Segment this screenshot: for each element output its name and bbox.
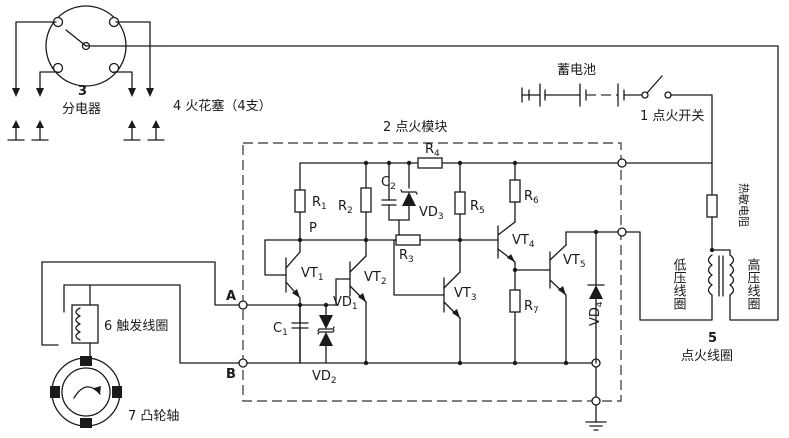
battery-label: 蓄电池 xyxy=(557,63,596,78)
vd2-label: VD2 xyxy=(312,369,337,386)
node-p-label: P xyxy=(309,221,317,236)
vt3-label: VT3 xyxy=(454,286,477,303)
vt1-label: VT1 xyxy=(301,266,324,283)
vt5-label: VT5 xyxy=(563,253,586,270)
distributor: 3 分电器 xyxy=(12,5,161,117)
cam-label: 7 凸轮轴 xyxy=(128,409,179,424)
distributor-label: 分电器 xyxy=(62,102,101,117)
trigger-label: 6 触发线圈 xyxy=(104,318,168,334)
thermistor: 热敏电阻 xyxy=(706,183,751,251)
r5-label: R5 xyxy=(470,199,485,216)
thermistor-label: 热敏电阻 xyxy=(737,183,751,227)
vd4-label: VD4 xyxy=(588,301,605,326)
switch-label: 1 点火开关 xyxy=(640,109,704,124)
coil-number: 5 xyxy=(708,331,717,346)
high-coil-label: 高压线圈 xyxy=(745,257,761,311)
node-a-label: A xyxy=(226,289,236,304)
r7-label: R7 xyxy=(524,299,539,316)
module-label: 2 点火模块 xyxy=(383,120,447,135)
module-circuit: R1 P R2 C2 VD3 R4 R3 xyxy=(226,142,713,431)
r4-label: R4 xyxy=(425,142,440,159)
module-boundary xyxy=(242,142,622,402)
spark-plugs: 4 火花塞（4支） xyxy=(7,98,272,141)
vt4-label: VT4 xyxy=(512,233,535,250)
c2-label: C2 xyxy=(381,175,396,192)
ignition-coil: 低压线圈 高压线圈 5 点火线圈 xyxy=(621,231,761,364)
r6-label: R6 xyxy=(524,189,539,206)
vd1-label: VD1 xyxy=(333,295,358,312)
trigger-assembly: 6 触发线圈 7 凸轮轴 xyxy=(41,261,240,428)
r2-label: R2 xyxy=(338,199,353,216)
high-voltage-lead xyxy=(159,45,779,321)
r3-label: R3 xyxy=(399,248,414,265)
distributor-number: 3 xyxy=(78,84,87,99)
spark-plug-label: 4 火花塞（4支） xyxy=(173,98,272,114)
vt2-label: VT2 xyxy=(364,270,387,287)
vd3-label: VD3 xyxy=(419,205,444,222)
low-coil-label: 低压线圈 xyxy=(671,258,687,311)
coil-label: 点火线圈 xyxy=(681,349,733,364)
battery-switch: 蓄电池 1 点火开关 xyxy=(521,63,713,196)
r1-label: R1 xyxy=(312,195,327,212)
c1-label: C1 xyxy=(273,321,288,338)
node-b-label: B xyxy=(226,367,236,382)
